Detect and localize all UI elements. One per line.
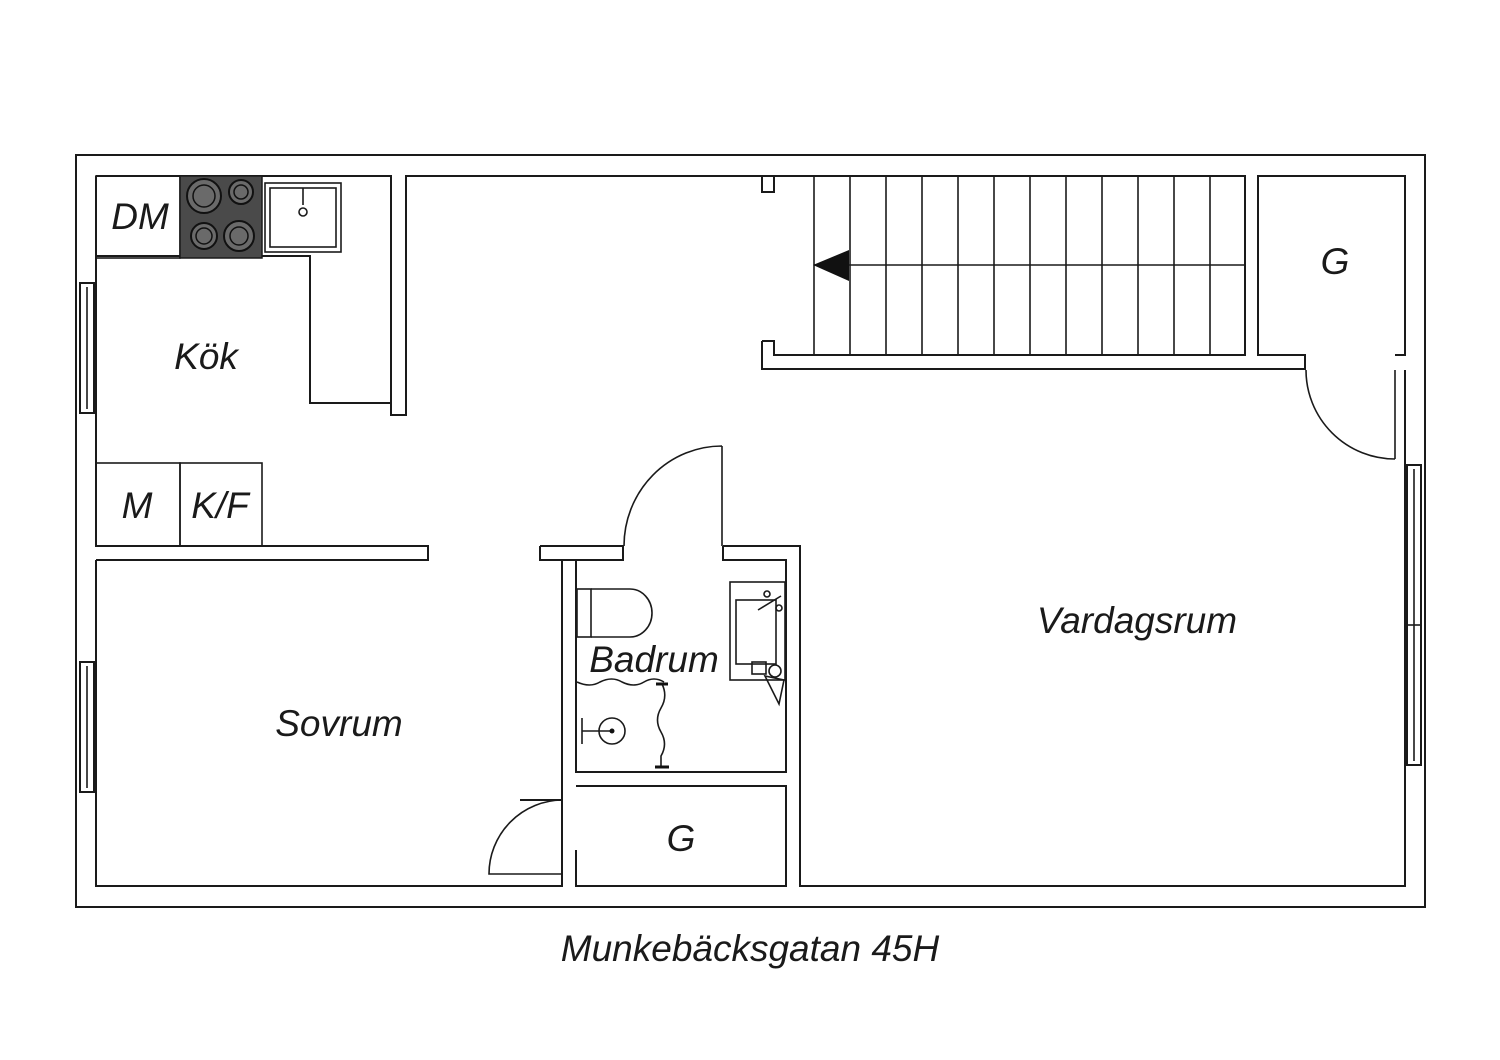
room-label-g-closet: G (1321, 241, 1350, 282)
window-icon (79, 661, 95, 793)
room-label-kf: K/F (191, 485, 251, 526)
sink-icon (264, 182, 342, 253)
stair-arrow-icon (813, 250, 849, 281)
shower-icon (576, 678, 669, 769)
door-swing-icon (1305, 369, 1396, 460)
room-label-kok: Kök (174, 336, 240, 377)
interior-walls (95, 175, 1406, 887)
doors (488, 369, 1396, 875)
washbasin-icon (729, 581, 786, 707)
stove-icon (179, 175, 263, 259)
room-label-m: M (122, 485, 153, 526)
address-caption: Munkebäcksgatan 45H (560, 928, 940, 969)
window-icon (79, 282, 95, 414)
room-label-badrum: Badrum (589, 639, 719, 680)
room-label-g-storage: G (667, 818, 696, 859)
room-label-vardagsrum: Vardagsrum (1037, 600, 1237, 641)
door-swing-icon (623, 445, 723, 547)
room-labels: DM Kök M K/F Sovrum Badrum G G Vardagsru… (111, 196, 1349, 859)
room-label-dm: DM (111, 196, 169, 237)
toilet-icon (576, 588, 653, 638)
door-swing-icon (488, 799, 563, 875)
window-icon (1406, 464, 1422, 766)
staircase (813, 176, 1245, 355)
windows (79, 282, 1422, 793)
room-label-sovrum: Sovrum (275, 703, 402, 744)
exterior-walls (75, 154, 1426, 908)
